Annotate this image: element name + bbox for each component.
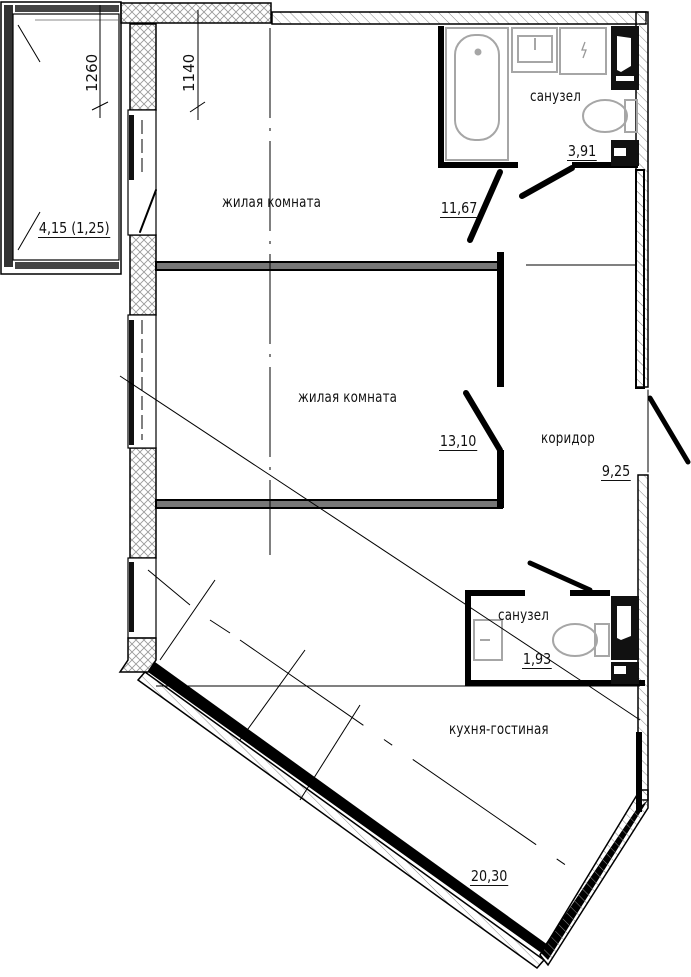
reference-lines xyxy=(91,5,641,876)
utility-shafts xyxy=(611,26,639,684)
room-name-corridor: коридор xyxy=(541,429,595,447)
washer-lightning-icon xyxy=(581,41,587,59)
fixtures xyxy=(445,27,638,661)
room-name-bedroom-1: жилая комната xyxy=(222,193,322,211)
dimension-balcony-depth: 1260 xyxy=(83,53,101,92)
room-name-bedroom-2: жилая комната xyxy=(298,388,398,406)
dimension-bedroom-window: 1140 xyxy=(180,53,198,92)
interior-walls xyxy=(155,26,645,812)
area-bedroom-2: 13,10 xyxy=(439,432,478,451)
area-bathroom-2: 1,93 xyxy=(522,650,553,669)
room-name-kitchen-living: кухня-гостиная xyxy=(449,720,549,738)
balcony xyxy=(0,1,122,275)
doors xyxy=(139,165,691,593)
area-bedroom-1: 11,67 xyxy=(440,199,479,218)
area-corridor: 9,25 xyxy=(601,462,632,481)
room-name-bathroom-1: санузел xyxy=(530,87,582,105)
area-bathroom-1: 3,91 xyxy=(567,142,598,161)
room-name-bathroom-2: санузел xyxy=(498,606,550,624)
area-kitchen-living: 20,30 xyxy=(470,867,509,886)
area-balcony: 4,15 (1,25) xyxy=(38,219,111,238)
